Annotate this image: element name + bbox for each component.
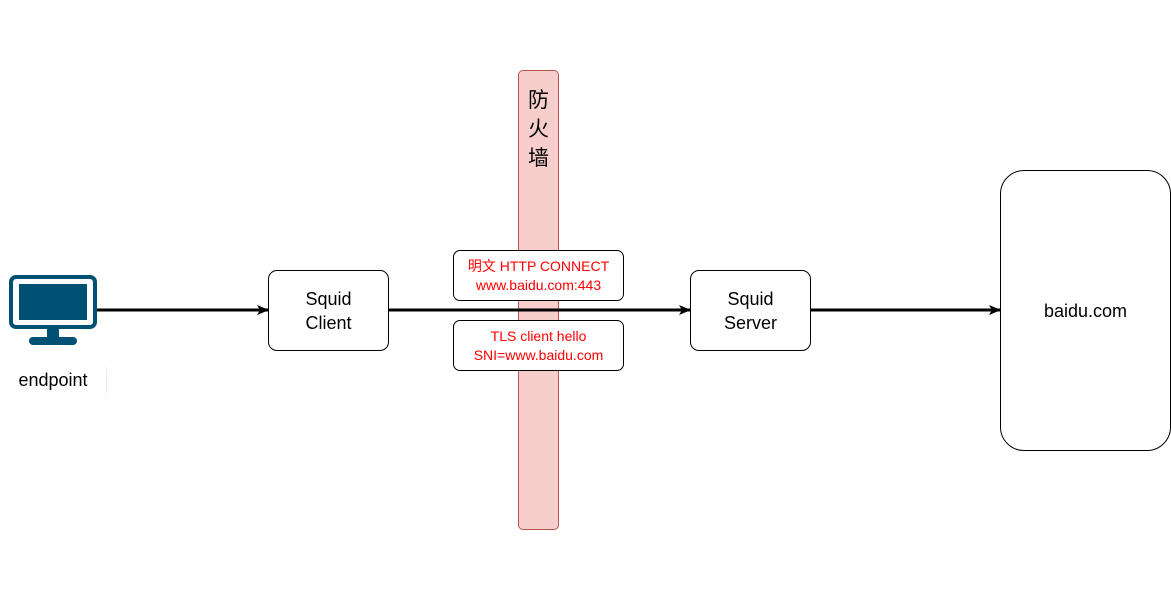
- label-line: SNI=www.baidu.com: [473, 346, 604, 363]
- node-label: Squid: [727, 288, 774, 309]
- firewall-char: 火: [528, 118, 549, 141]
- node-label: Client: [305, 312, 352, 333]
- firewall-label: 防 火 墙: [518, 86, 559, 173]
- http-connect-label: 明文 HTTP CONNECT www.baidu.com:443: [453, 250, 624, 301]
- firewall-char: 墙: [528, 147, 549, 170]
- label-line: www.baidu.com:443: [475, 276, 602, 293]
- tls-client-hello-label: TLS client hello SNI=www.baidu.com: [453, 320, 624, 371]
- label-line: 明文 HTTP CONNECT: [467, 257, 610, 274]
- node-label: Server: [723, 312, 777, 333]
- baidu-node: baidu.com: [1000, 170, 1171, 451]
- node-label: baidu.com: [1043, 300, 1128, 321]
- monitor-icon: [9, 275, 97, 345]
- firewall-char: 防: [528, 89, 549, 112]
- label-line: TLS client hello: [490, 327, 587, 344]
- endpoint-label: endpoint: [0, 365, 107, 397]
- node-label: Squid: [305, 288, 352, 309]
